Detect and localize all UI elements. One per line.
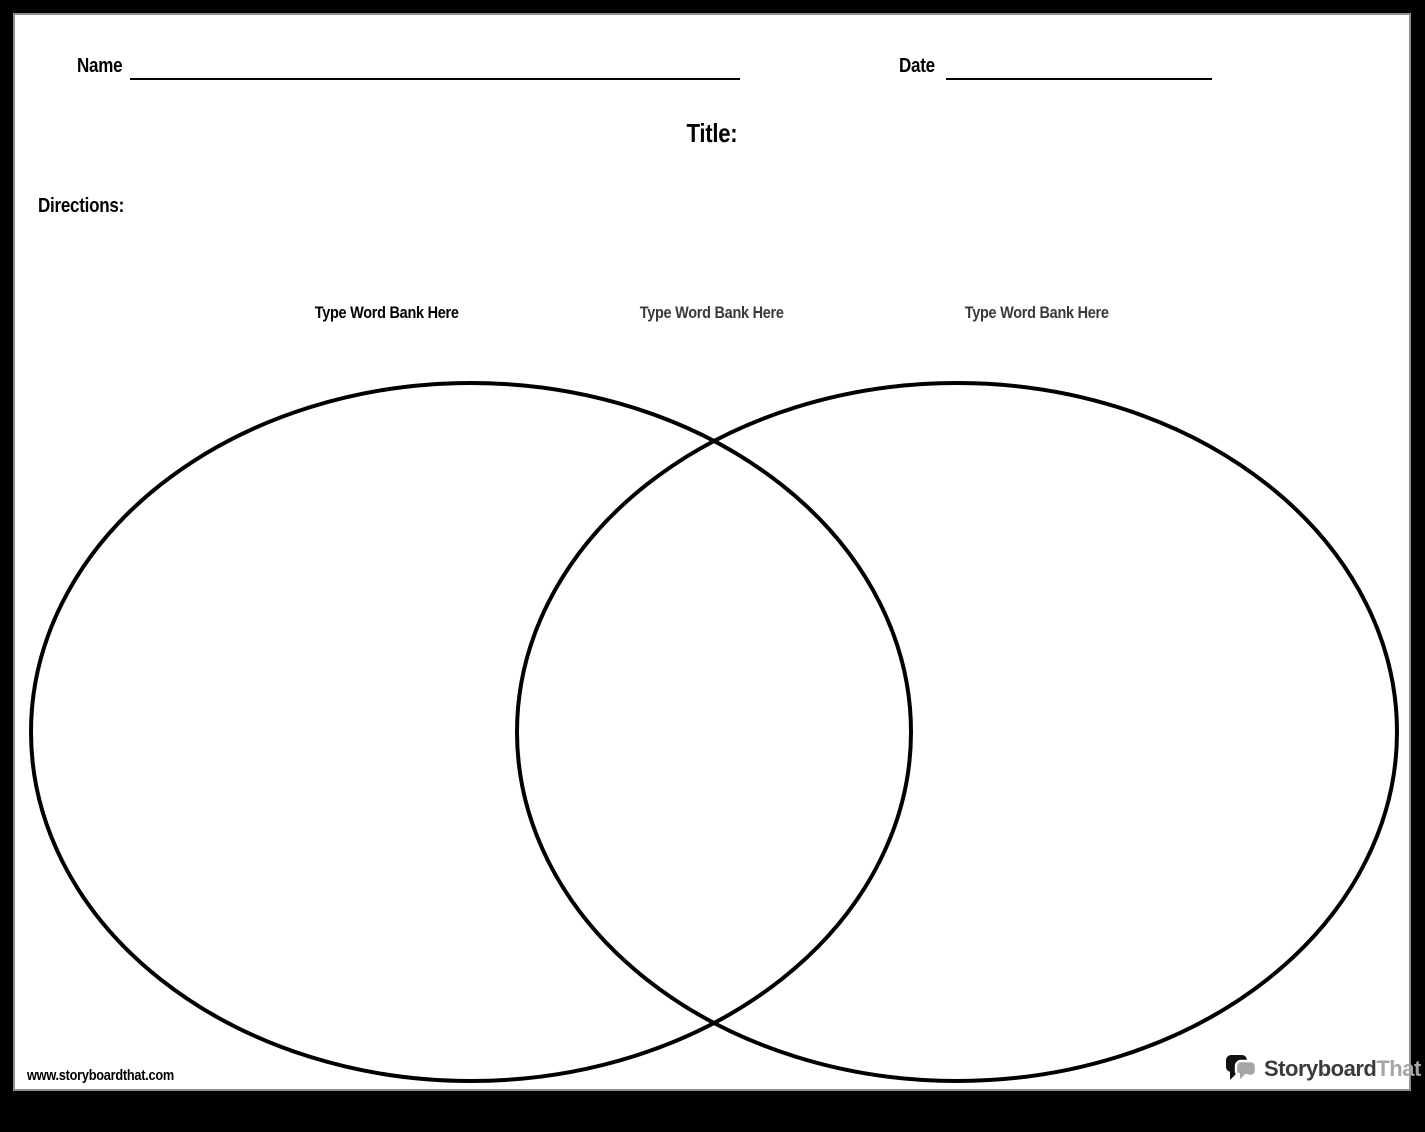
- worksheet-page: Name Date Title: Directions: Type Word B…: [13, 13, 1421, 1091]
- word-bank-right-text[interactable]: Type Word Bank Here: [965, 303, 1109, 322]
- word-bank-left[interactable]: Type Word Bank Here: [237, 303, 537, 323]
- date-label: Date: [899, 55, 941, 78]
- logo-wordmark-that: That: [1376, 1056, 1421, 1081]
- footer-website-text: www.storyboardthat.com: [27, 1067, 174, 1084]
- word-bank-left-text[interactable]: Type Word Bank Here: [315, 303, 459, 322]
- word-bank-middle-text[interactable]: Type Word Bank Here: [640, 303, 784, 322]
- page-title: Title:: [15, 118, 1409, 149]
- date-label-text: Date: [899, 55, 935, 77]
- speech-bubbles-icon: [1226, 1055, 1258, 1085]
- name-label-text: Name: [77, 55, 123, 77]
- venn-right-ellipse: [515, 381, 1399, 1083]
- footer-website: www.storyboardthat.com: [27, 1067, 200, 1085]
- name-fill-line: [130, 77, 740, 80]
- logo-wordmark: StoryboardThat: [1264, 1056, 1421, 1082]
- directions-label: Directions:: [38, 195, 139, 218]
- directions-label-text: Directions:: [38, 195, 124, 217]
- page-title-text: Title:: [686, 118, 738, 148]
- venn-left-ellipse: [29, 381, 913, 1083]
- venn-diagram: [29, 381, 1399, 1083]
- name-label: Name: [77, 55, 130, 78]
- logo-wordmark-storyboard: Storyboard: [1264, 1056, 1377, 1081]
- date-fill-line: [946, 77, 1212, 80]
- word-bank-middle[interactable]: Type Word Bank Here: [562, 303, 862, 323]
- storyboardthat-logo: StoryboardThat: [1223, 1052, 1421, 1086]
- word-bank-right[interactable]: Type Word Bank Here: [887, 303, 1187, 323]
